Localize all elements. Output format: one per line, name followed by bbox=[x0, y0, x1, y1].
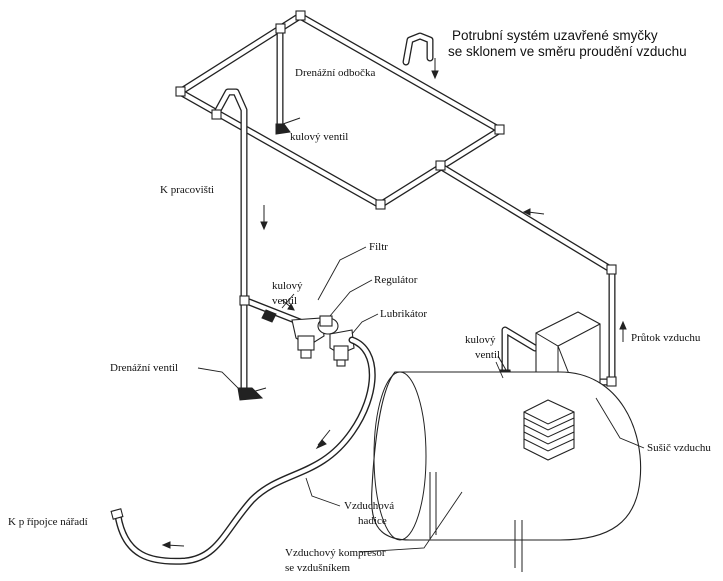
label-air-hose-1: Vzduchová bbox=[344, 500, 394, 512]
air-hose bbox=[110, 336, 376, 565]
title-line-1: Potrubní systém uzavřené smyčky bbox=[452, 28, 658, 43]
title-line-2: se sklonem ve směru proudění vzduchu bbox=[448, 44, 687, 59]
label-ball-valve-right-1: kulový bbox=[465, 334, 496, 346]
label-drain-branch: Drenážní odbočka bbox=[295, 67, 375, 79]
label-filter: Filtr bbox=[369, 241, 388, 253]
label-regulator: Regulátor bbox=[374, 274, 418, 286]
label-air-flow: Průtok vzduchu bbox=[631, 332, 701, 344]
label-to-workstation: K pracovišti bbox=[160, 184, 214, 196]
air-compressor bbox=[371, 371, 642, 572]
ball-valve-top bbox=[275, 117, 301, 135]
label-lubricator: Lubrikátor bbox=[380, 308, 427, 320]
label-drain-valve: Drenážní ventil bbox=[110, 362, 178, 374]
label-ball-valve-right-2: ventil bbox=[475, 349, 500, 361]
label-ball-valve-top: kulový ventil bbox=[290, 131, 348, 143]
label-air-dryer: Sušič vzduchu bbox=[647, 442, 711, 454]
label-compressor-1: Vzduchový kompresor bbox=[285, 547, 386, 559]
label-compressor-2: se vzdušníkem bbox=[285, 562, 351, 574]
label-ball-valve-mid-2: ventil bbox=[272, 295, 297, 307]
label-ball-valve-mid-1: kulový bbox=[272, 280, 303, 292]
closed-loop-piping bbox=[175, 10, 617, 399]
label-air-hose-2: hadice bbox=[358, 515, 387, 527]
leader-lines bbox=[197, 246, 645, 553]
frl-unit bbox=[291, 315, 355, 367]
drain-valve bbox=[237, 387, 267, 401]
flow-arrows bbox=[161, 58, 627, 549]
ball-valve-mid bbox=[261, 309, 277, 323]
label-tool-connection: K p řípojce nářadí bbox=[8, 516, 88, 528]
